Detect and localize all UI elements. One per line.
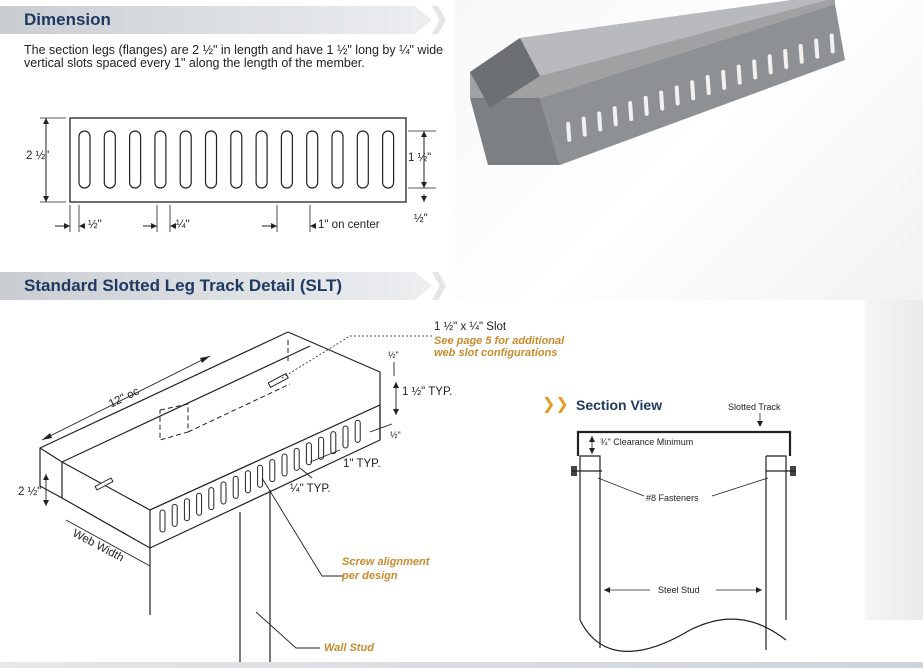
dim-height-label: 2 ½": [26, 150, 50, 162]
slt-banner-arrow: [432, 272, 446, 300]
dim-half-label-1: ½": [88, 219, 102, 231]
slt-slot: [220, 481, 227, 505]
slt-slot: [159, 509, 166, 533]
slt-slot: [318, 436, 325, 460]
section-steel-stud-label: Steel Stud: [658, 585, 700, 595]
slt-slot-note-2: web slot configurations: [434, 347, 558, 359]
section-view-chevron-icon: ❯❯: [542, 396, 569, 413]
dimension-slot: [356, 130, 369, 189]
dimension-slot: [204, 130, 218, 189]
slt-slot: [330, 431, 337, 455]
dimension-slot: [129, 130, 142, 189]
slt-slot: [183, 498, 190, 522]
dimension-slot: [382, 130, 395, 189]
dimension-slot: [280, 130, 293, 189]
dim-slot-length-label: 1 ½": [408, 152, 432, 164]
slt-slot: [244, 470, 251, 494]
section-clearance-label: ¾" Clearance Minimum: [600, 437, 694, 447]
slt-typ-quarter: ¼" TYP.: [290, 483, 331, 495]
section-slotted-track-label: Slotted Track: [728, 402, 781, 412]
slt-slot-label: 1 ½" x ¼" Slot: [434, 321, 507, 333]
slt-oc-label: 12" oc: [107, 385, 142, 411]
dimension-slot: [306, 130, 319, 189]
right-edge-panel: [865, 300, 923, 620]
slt-typ-15: 1 ½" TYP.: [402, 386, 453, 398]
footer-bar: [0, 662, 923, 668]
slt-slot: [171, 503, 178, 527]
slt-screw-note-1: Screw alignment: [342, 556, 430, 568]
slt-slot: [281, 453, 288, 477]
dim-right-half-label: ½": [414, 213, 428, 225]
dimension-banner-arrow: [432, 6, 446, 34]
dimension-slot: [255, 130, 268, 189]
dimension-description: The section legs (flanges) are 2 ½" in l…: [24, 43, 444, 70]
slt-typ-1: 1" TYP.: [343, 458, 381, 470]
dimension-slot: [154, 130, 167, 189]
dimension-banner: [0, 6, 432, 34]
dimension-slot: [103, 130, 116, 189]
slt-title: Standard Slotted Leg Track Detail (SLT): [24, 276, 343, 295]
slt-slot: [269, 459, 276, 483]
dimension-slot: [78, 130, 91, 189]
slt-slot: [342, 425, 349, 449]
dim-on-center-label: 1" on center: [318, 219, 380, 231]
dimension-slot: [331, 130, 344, 189]
dimension-slot: [230, 130, 243, 189]
slt-banner: [0, 272, 432, 300]
slt-slot: [257, 464, 264, 488]
slt-screw-note-2: per design: [342, 570, 398, 582]
slt-half-right: ½": [390, 430, 401, 440]
section-view-title: Section View: [576, 397, 663, 413]
slt-slot: [196, 492, 203, 516]
slt-slot: [293, 447, 300, 471]
slt-slot: [208, 487, 215, 511]
dim-quarter-label: ¼": [176, 219, 190, 231]
dimension-title: Dimension: [24, 10, 111, 29]
slt-slot: [305, 442, 312, 466]
track-photo-background: [455, 0, 923, 300]
slt-slot: [232, 475, 239, 499]
slt-wall-stud: Wall Stud: [324, 642, 374, 654]
slt-height-label: 2 ½": [18, 486, 42, 498]
slt-web-width: Web Width: [70, 527, 126, 565]
dimension-slot: [179, 130, 192, 189]
slt-slot: [354, 419, 361, 443]
section-fasteners-label: #8 Fasteners: [646, 493, 699, 503]
slt-slot-note-1: See page 5 for additional: [434, 335, 565, 347]
slt-half-top: ½": [388, 350, 399, 360]
